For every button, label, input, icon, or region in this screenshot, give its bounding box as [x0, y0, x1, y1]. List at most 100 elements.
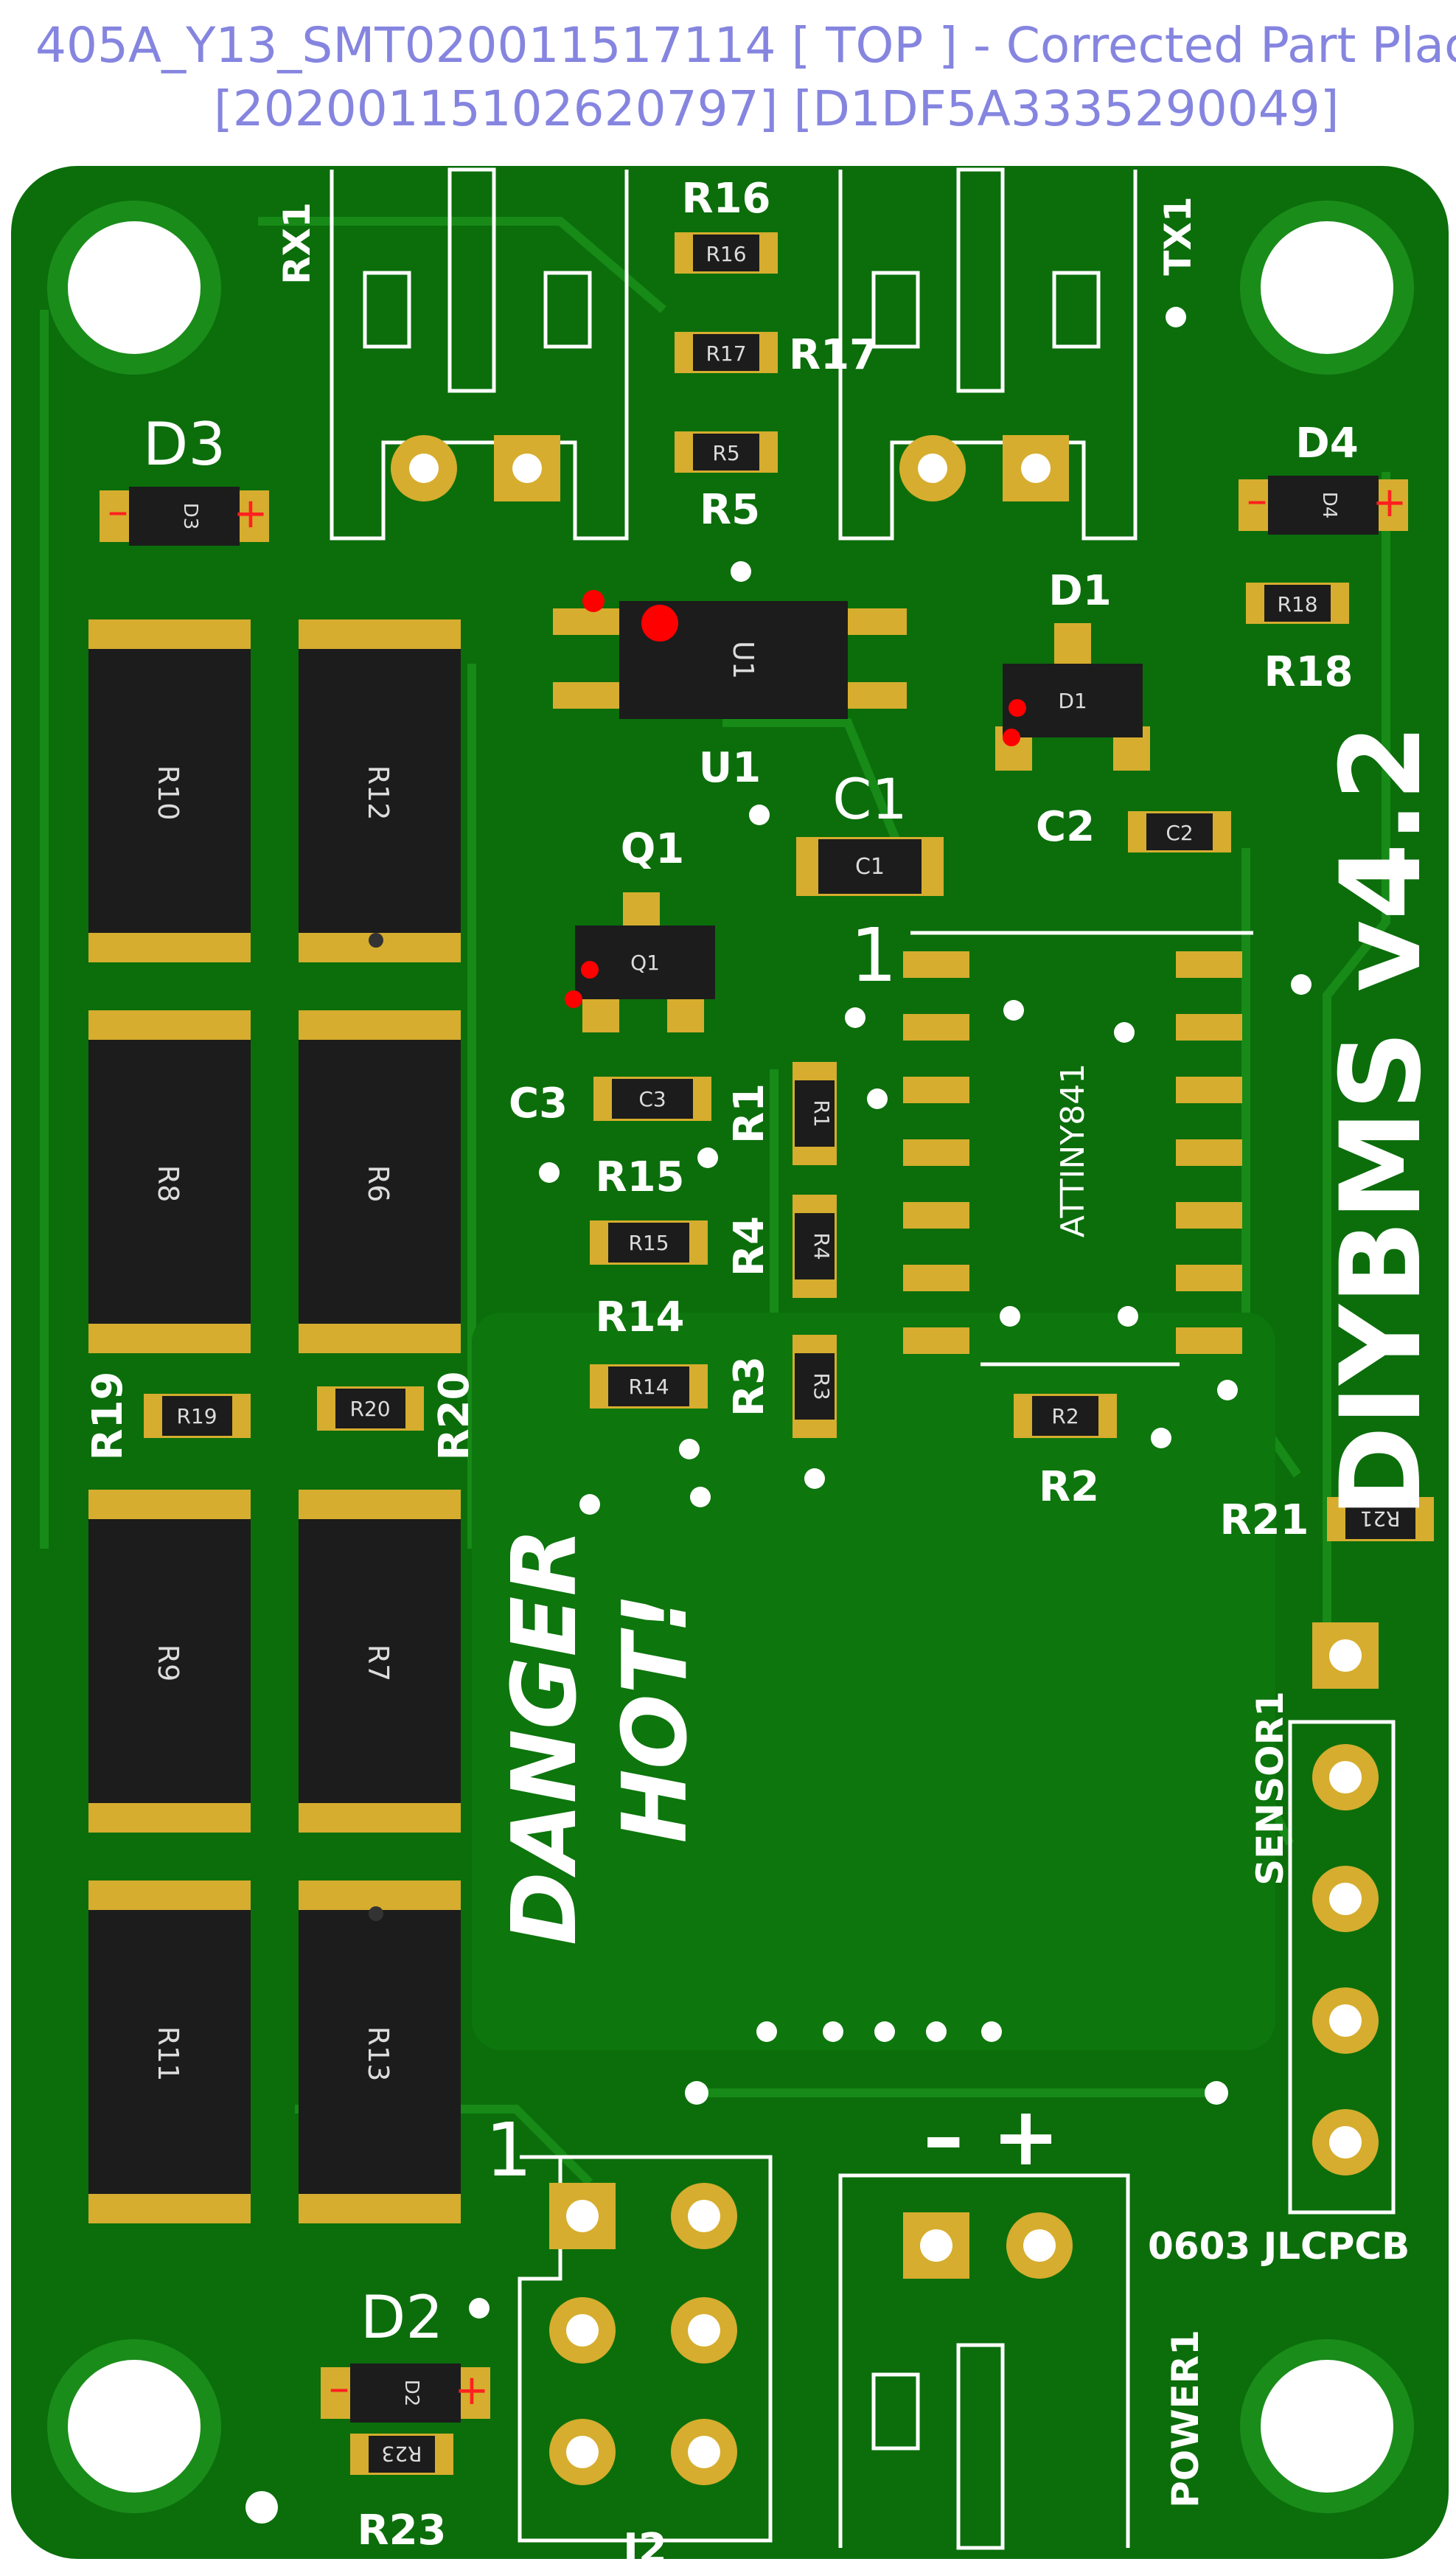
resistor-r6: R6: [299, 1010, 461, 1353]
resistor-r5: R5: [675, 431, 778, 473]
fab-label-r15: R15: [628, 1231, 669, 1255]
resistor-r18: R18: [1246, 583, 1349, 624]
silk-c3: C3: [509, 1080, 568, 1128]
fab-label-q1: Q1: [630, 951, 660, 975]
resistor-r15: R15: [590, 1220, 708, 1265]
fab-label-r12: R12: [362, 765, 394, 821]
fab-label-r18: R18: [1277, 592, 1317, 617]
connector-sensor1: [1288, 1622, 1396, 2215]
svg-text:+: +: [455, 2366, 490, 2414]
connector-j2: [518, 2155, 773, 2543]
silk-pin1-j2: 1: [485, 2107, 532, 2193]
silkscreen-labels: RX1 TX1 R16 R17 R5 D3 D4 D1 U1 C1 C2 Q1 …: [84, 175, 1446, 2570]
svg-text:+: +: [234, 490, 268, 538]
silk-u1: U1: [699, 744, 761, 792]
silk-r23: R23: [357, 2507, 446, 2555]
mounting-hole-bottom-left: [68, 2360, 201, 2493]
silk-r3: R3: [725, 1356, 773, 1417]
header-line-1: 405A_Y13_SMT020011517114 [ TOP ] - Corre…: [35, 17, 1456, 74]
resistor-r7: R7: [299, 1490, 461, 1833]
resistor-r3: R3: [793, 1335, 837, 1438]
silk-power1: POWER1: [1164, 2330, 1207, 2508]
fab-label-r9: R9: [152, 1645, 184, 1682]
silk-c1: C1: [832, 766, 907, 832]
svg-text:–: –: [108, 487, 128, 535]
fab-label-r23: R23: [381, 2442, 422, 2466]
silk-hot: HOT!: [605, 1593, 707, 1843]
fab-label-r6: R6: [362, 1165, 394, 1203]
silk-r5: R5: [700, 486, 760, 534]
fab-label-r3: R3: [809, 1372, 834, 1400]
fab-label-c2: C2: [1166, 821, 1193, 845]
resistor-r8: R8: [88, 1010, 251, 1353]
fab-label-r11: R11: [152, 2027, 184, 2082]
diode-d1: D1: [995, 623, 1150, 771]
capacitor-c2: C2: [1128, 811, 1231, 852]
fab-label-d1: D1: [1058, 689, 1087, 713]
fab-label-u1: U1: [727, 641, 759, 679]
fab-label-r13: R13: [362, 2027, 394, 2082]
connector-power1: [838, 2173, 1130, 2550]
resistor-r13: R13: [299, 1880, 461, 2223]
resistor-r12: R12: [299, 619, 461, 962]
resistor-r19: R19: [144, 1394, 251, 1438]
fab-label-r2: R2: [1051, 1404, 1079, 1428]
small-smd-parts: R16 R17 R5 R18 C2 C1 C3 R15: [144, 232, 1434, 2475]
silk-d4: D4: [1295, 420, 1358, 468]
resistor-r14: R14: [590, 1364, 708, 1409]
diode-d4: – + D4: [1239, 476, 1408, 535]
silk-attiny841: ATTINY841: [1054, 1063, 1092, 1237]
mounting-holes: [47, 201, 1414, 2513]
ground-pour: [472, 1313, 1275, 2050]
diode-d2: – + D2: [321, 2364, 490, 2423]
attiny-pads-left: [903, 951, 969, 1354]
diodes: – + D3 – + D4 – + D2 D1: [100, 476, 1408, 2423]
silk-jlcpcb: 0603 JLCPCB: [1148, 2225, 1410, 2268]
silk-r1: R1: [725, 1083, 773, 1144]
fab-label-c1: C1: [855, 854, 885, 880]
load-resistors: R10 R12 R8 R6 R9 R7 R11 R13: [88, 619, 461, 2223]
silk-r2: R2: [1039, 1463, 1099, 1511]
silk-rx1: RX1: [276, 202, 318, 285]
diode-d3: – + D3: [100, 487, 269, 546]
silk-r14: R14: [595, 1293, 684, 1341]
fab-label-r8: R8: [152, 1165, 184, 1203]
fab-label-r4: R4: [809, 1232, 834, 1260]
tx1-footprint: [838, 167, 1138, 541]
tx1-pads: [899, 435, 1069, 501]
resistor-r20: R20: [317, 1386, 424, 1431]
mounting-hole-bottom-right: [1261, 2360, 1393, 2493]
silk-r19: R19: [84, 1371, 132, 1460]
resistor-r21: R21: [1327, 1497, 1434, 1541]
header-line-2: [20200115102620797] [D1DF5A3335290049]: [214, 80, 1339, 137]
svg-text:–: –: [329, 2364, 349, 2412]
silk-r20: R20: [431, 1371, 478, 1460]
fab-label-r16: R16: [706, 242, 746, 266]
resistor-r1: R1: [793, 1062, 837, 1165]
silk-d3: D3: [143, 410, 226, 479]
silk-diybms-version: DIYBMS v4.2: [1317, 724, 1446, 1518]
attiny-pads-right: [1176, 951, 1242, 1354]
fab-label-c3: C3: [638, 1087, 666, 1111]
capacitor-c3: C3: [593, 1077, 711, 1121]
svg-text:+: +: [1373, 479, 1407, 527]
silk-danger: DANGER: [494, 1528, 596, 1945]
silk-r16: R16: [681, 175, 770, 223]
resistor-r11: R11: [88, 1880, 251, 2223]
fab-label-d4: D4: [1318, 492, 1340, 519]
silk-r17: R17: [789, 331, 878, 379]
silk-d1: D1: [1048, 567, 1111, 615]
silk-polarity: – +: [923, 2089, 1059, 2184]
silk-c2: C2: [1036, 803, 1095, 851]
mounting-hole-top-left: [68, 221, 201, 354]
resistor-r10: R10: [88, 619, 251, 962]
fab-label-r1: R1: [809, 1100, 834, 1127]
mounting-hole-top-right: [1261, 221, 1393, 354]
resistor-r9: R9: [88, 1490, 251, 1833]
fab-label-r19: R19: [176, 1404, 217, 1428]
silk-sensor1: SENSOR1: [1249, 1691, 1292, 1886]
fab-label-r20: R20: [349, 1397, 390, 1421]
fab-label-r14: R14: [628, 1375, 669, 1399]
fab-label-r17: R17: [706, 341, 746, 366]
